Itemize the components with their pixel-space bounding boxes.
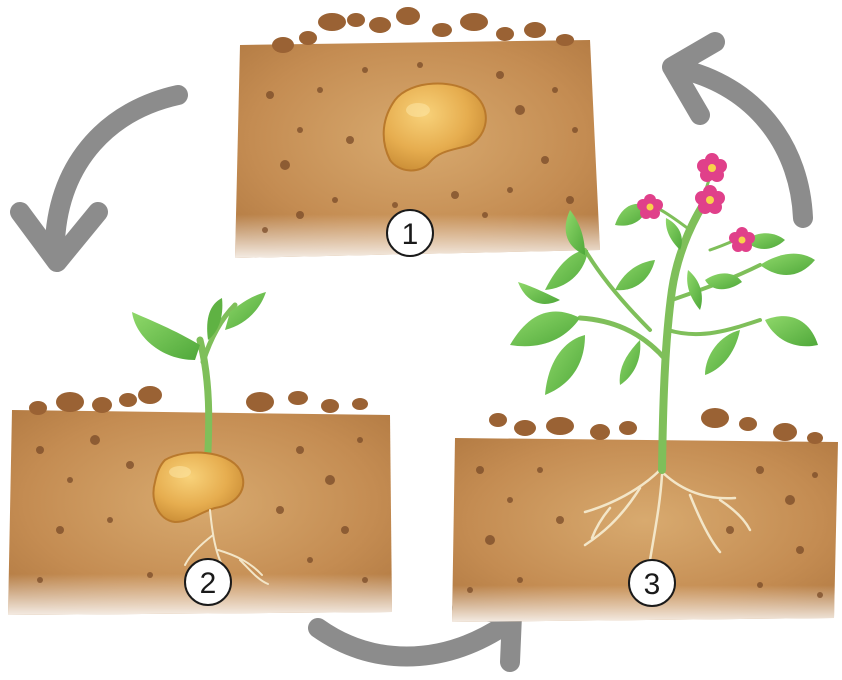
step-3-badge: 3 [629,560,675,606]
stage-1-soil-block: 1 [235,7,600,258]
step-2-badge: 2 [185,559,231,605]
arrow-1-to-2 [20,95,178,262]
stage-2-soil-crumbs [29,386,368,415]
step-1-badge: 1 [387,210,433,256]
flower-icon [637,153,755,252]
stage-2-soil-block: 2 [8,292,392,615]
step-3-number: 3 [644,568,661,601]
step-2-number: 2 [200,567,217,600]
step-1-number: 1 [402,218,419,251]
stage-3-soil-crumbs [489,408,823,444]
arrow-3-to-1 [672,42,803,218]
